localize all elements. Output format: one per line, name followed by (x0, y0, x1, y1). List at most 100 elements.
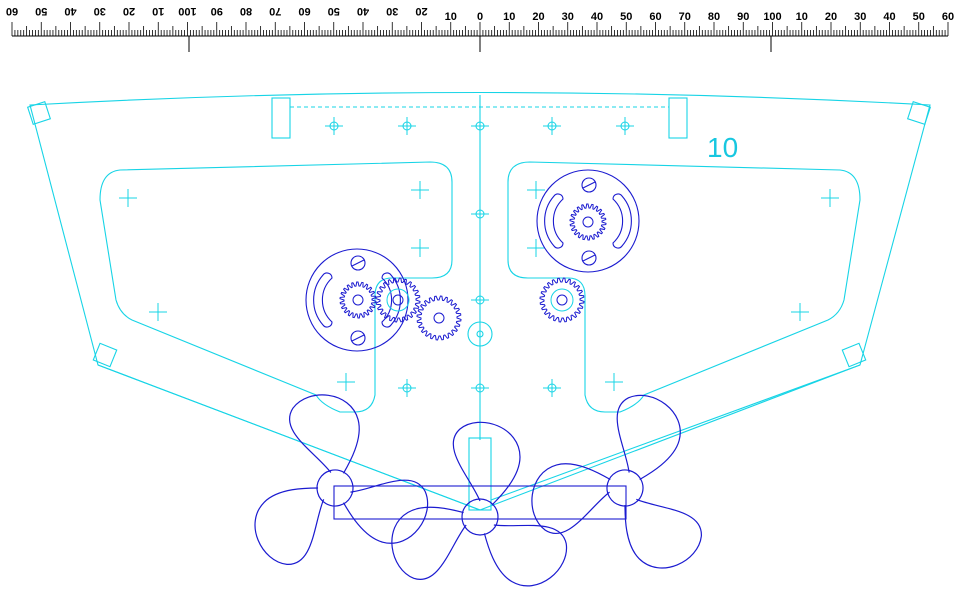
propeller-hub (606, 469, 644, 507)
mounting-points (119, 117, 839, 397)
corner-pad-top-left (26, 100, 52, 126)
ruler-label: 10 (796, 11, 808, 23)
rudder-post (468, 437, 492, 511)
ruler-label: 40 (591, 11, 603, 23)
propeller-blade (624, 498, 702, 569)
ruler-label: 50 (620, 11, 632, 23)
propeller-hub (316, 469, 354, 507)
gear-idler-right (539, 277, 585, 323)
propeller-center (391, 421, 567, 587)
motor-right-slot-right (612, 193, 632, 249)
gear-idler-center (416, 295, 462, 341)
gear-idler-left-hub (392, 294, 404, 306)
ruler-label: 70 (679, 11, 691, 23)
ruler-label: 80 (708, 11, 720, 23)
gear-idler-right-hub (556, 294, 568, 306)
gear-motor-left-hub (352, 294, 364, 306)
mount-ring (547, 121, 557, 131)
ruler-label: 60 (649, 11, 661, 23)
motor-right-housing (536, 169, 640, 273)
inner-cutout-right (507, 161, 861, 413)
mount-ring (329, 121, 339, 131)
ruler-label: 40 (64, 5, 76, 17)
ruler-label: 0 (477, 11, 483, 23)
propeller-blade (483, 524, 567, 587)
ruler-label: 90 (737, 11, 749, 23)
gear-idler-left (375, 277, 421, 323)
propeller-blade (531, 463, 611, 534)
ruler-label: 80 (240, 5, 252, 17)
idler-bearing (550, 288, 574, 312)
mount-ring (475, 295, 485, 305)
ruler-label: 20 (532, 11, 544, 23)
ruler-label: 30 (386, 5, 398, 17)
ruler-label: 70 (269, 5, 281, 17)
center-bearing-inner (476, 330, 484, 338)
propeller-blade (391, 506, 467, 581)
motor-right-screw-top-icon (581, 177, 597, 193)
corner-pad-bottom-right (841, 342, 867, 368)
hull-outline (26, 91, 932, 511)
idler-bearing (386, 288, 410, 312)
propellers (254, 394, 702, 587)
ruler-label: 60 (298, 5, 310, 17)
gear-motor-right-hub (582, 216, 594, 228)
mount-ring (475, 209, 485, 219)
motor-left-slot-right (381, 272, 401, 328)
gear-motor-right (569, 203, 607, 241)
ruler-label: 40 (883, 11, 895, 23)
motor-left-screw-bottom-icon (350, 330, 366, 346)
gear-train (339, 203, 607, 341)
motor-right-screw-bottom-icon (581, 250, 597, 266)
mount-ring (402, 383, 412, 393)
ruler-label: 10 (445, 11, 457, 23)
motor-left-screw-top-icon (350, 255, 366, 271)
propeller-blade (616, 394, 681, 481)
mount-ring (475, 383, 485, 393)
ruler-label: 30 (562, 11, 574, 23)
ruler-label: 40 (357, 5, 369, 17)
plate-number-label: 10 (707, 132, 738, 163)
corner-pad-bottom-left (92, 342, 118, 368)
screw-slot (351, 259, 365, 267)
motor-left-slot-left (313, 272, 333, 328)
screw-slot (582, 254, 596, 262)
propeller-blade (342, 479, 429, 544)
ruler-label: 20 (825, 11, 837, 23)
mount-ring (620, 121, 630, 131)
bracket-right (668, 97, 688, 139)
ruler-ticks (11, 22, 949, 52)
ruler-label: 100 (178, 5, 196, 17)
propeller-right (531, 394, 702, 569)
ruler-label: 20 (123, 5, 135, 17)
propeller-left (254, 394, 429, 565)
propeller-blade (254, 487, 325, 565)
center-bearing (467, 321, 493, 347)
propeller-blade (289, 394, 360, 474)
motor-right (536, 169, 640, 273)
ruler-label: 50 (328, 5, 340, 17)
ruler-label: 50 (35, 5, 47, 17)
propeller-blade (452, 421, 521, 506)
ruler-label: 50 (913, 11, 925, 23)
ruler-label: 10 (152, 5, 164, 17)
ruler-label: 100 (763, 11, 781, 23)
propeller-hub (461, 498, 499, 536)
mount-ring (402, 121, 412, 131)
motor-left (305, 248, 409, 352)
bracket-left (271, 97, 291, 139)
mount-ring (475, 121, 485, 131)
ruler-label: 30 (854, 11, 866, 23)
propeller-mount-bar (333, 485, 627, 520)
motor-left-housing (305, 248, 409, 352)
ruler-label: 60 (942, 11, 954, 23)
mount-ring (547, 383, 557, 393)
ruler-label: 10 (503, 11, 515, 23)
motor-right-slot-left (544, 193, 564, 249)
gear-motor-left (339, 281, 377, 319)
hull-diagonal-right (490, 364, 861, 501)
ruler-label: 60 (6, 5, 18, 17)
corner-pad-top-right (906, 100, 932, 126)
